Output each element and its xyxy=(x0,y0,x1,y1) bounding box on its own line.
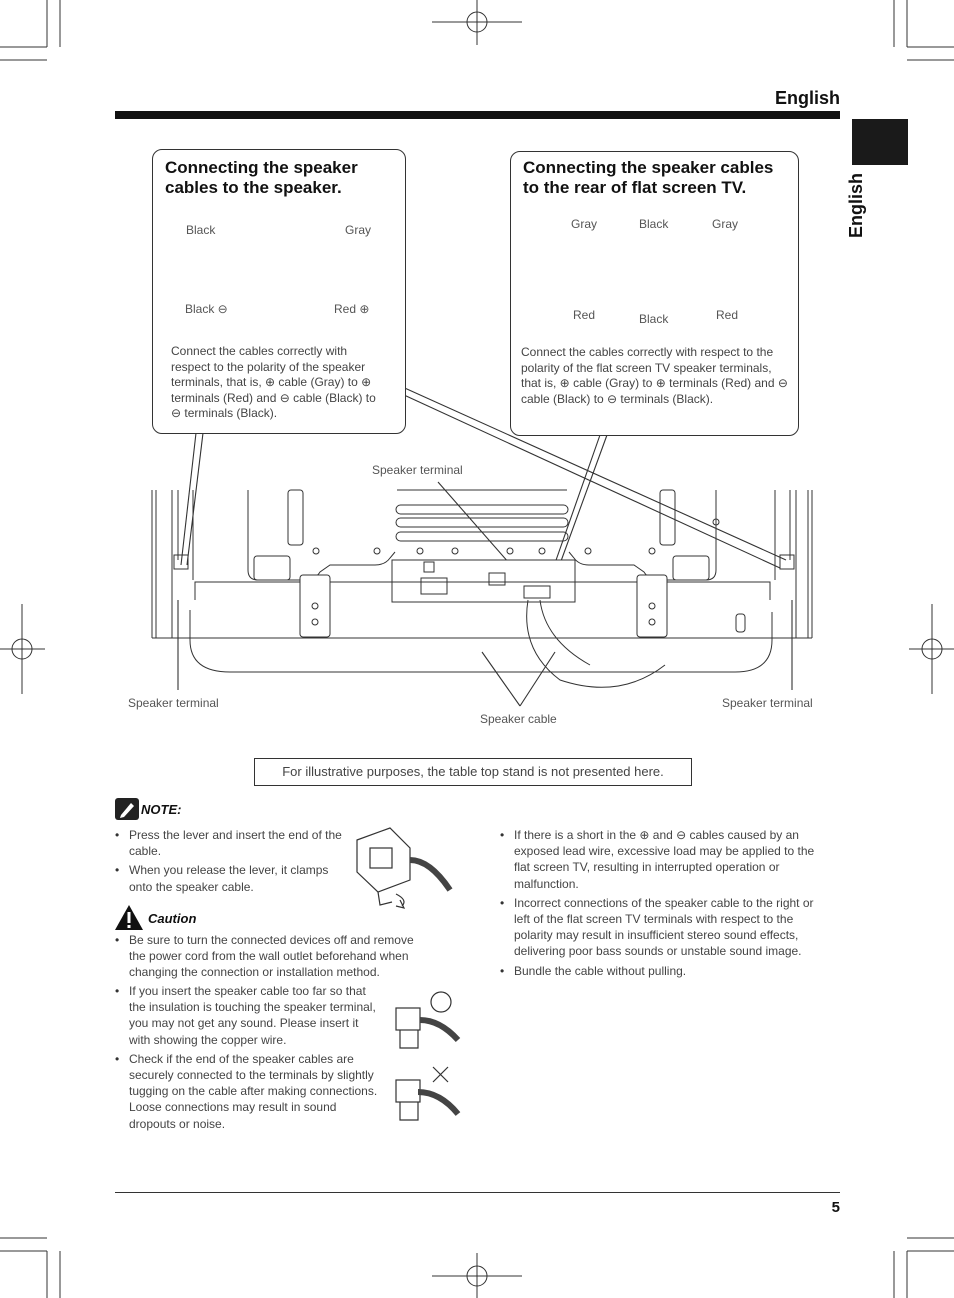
illustrative-note: For illustrative purposes, the table top… xyxy=(254,758,692,786)
caution-heading: Caution xyxy=(148,911,197,926)
box-right-description: Connect the cables correctly with respec… xyxy=(521,345,788,406)
box-left-title-line2: cables to the speaker. xyxy=(165,178,342,197)
page-number: 5 xyxy=(831,1199,840,1216)
right-column-list: If there is a short in the ⊕ and ⊖ cable… xyxy=(500,827,830,982)
right-item: If there is a short in the ⊕ and ⊖ cable… xyxy=(500,827,830,892)
label-black-bottom: Black xyxy=(639,312,669,326)
speaker-terminal-center-label: Speaker terminal xyxy=(372,463,463,477)
header-rule xyxy=(115,111,840,119)
box-left-description: Connect the cables correctly with respec… xyxy=(171,344,376,420)
note-pencil-icon xyxy=(115,798,139,820)
label-gray-left: Gray xyxy=(571,217,598,231)
note-item: Press the lever and insert the end of th… xyxy=(115,827,345,859)
caution-item: Check if the end of the speaker cables a… xyxy=(115,1051,379,1132)
label-gray-top: Gray xyxy=(345,223,372,237)
caution-item: If you insert the speaker cable too far … xyxy=(115,983,379,1048)
header-language: English xyxy=(774,88,840,108)
callout-box-tv: Connecting the speaker cables to the rea… xyxy=(510,151,799,436)
caution-triangle-icon xyxy=(115,905,143,930)
label-black-minus: Black ⊖ xyxy=(185,302,228,316)
side-tab-label-wrap: English xyxy=(840,160,880,250)
speaker-terminal-right-label: Speaker terminal xyxy=(722,696,813,710)
label-red-plus: Red ⊕ xyxy=(334,302,370,316)
right-item: Incorrect connections of the speaker cab… xyxy=(500,895,830,960)
box-right-title-line1: Connecting the speaker cables xyxy=(523,158,774,177)
speaker-cable-label: Speaker cable xyxy=(480,712,557,726)
note-item: When you release the lever, it clamps on… xyxy=(115,862,345,894)
footer-rule xyxy=(115,1192,840,1193)
label-gray-right: Gray xyxy=(712,217,739,231)
callout-leaders xyxy=(177,384,793,707)
tv-rear-diagram xyxy=(151,489,813,688)
box-left-title: Connecting the speaker cables to the spe… xyxy=(165,158,358,198)
label-black-top: Black xyxy=(186,223,216,237)
caution-list-bottom: If you insert the speaker cable too far … xyxy=(115,983,379,1135)
right-item: Bundle the cable without pulling. xyxy=(500,963,830,979)
side-tab xyxy=(852,119,908,165)
label-red-right: Red xyxy=(716,308,739,322)
caution-item: Be sure to turn the connected devices of… xyxy=(115,932,433,981)
correct-insertion-illustration xyxy=(395,991,461,1049)
callout-box-speaker: Connecting the speaker cables to the spe… xyxy=(152,149,406,434)
note-list: Press the lever and insert the end of th… xyxy=(115,827,345,898)
label-black-top-tv: Black xyxy=(639,217,669,231)
incorrect-insertion-illustration xyxy=(395,1066,461,1121)
lever-press-illustration xyxy=(356,827,453,909)
label-red-left: Red xyxy=(573,308,596,322)
side-tab-label: English xyxy=(846,172,866,238)
box-left-title-line1: Connecting the speaker xyxy=(165,158,358,177)
note-heading: NOTE: xyxy=(141,802,182,817)
box-right-title: Connecting the speaker cables to the rea… xyxy=(523,158,773,198)
caution-list-top: Be sure to turn the connected devices of… xyxy=(115,932,433,984)
speaker-terminal-left-label: Speaker terminal xyxy=(128,696,219,710)
box-right-title-line2: to the rear of flat screen TV. xyxy=(523,178,747,197)
